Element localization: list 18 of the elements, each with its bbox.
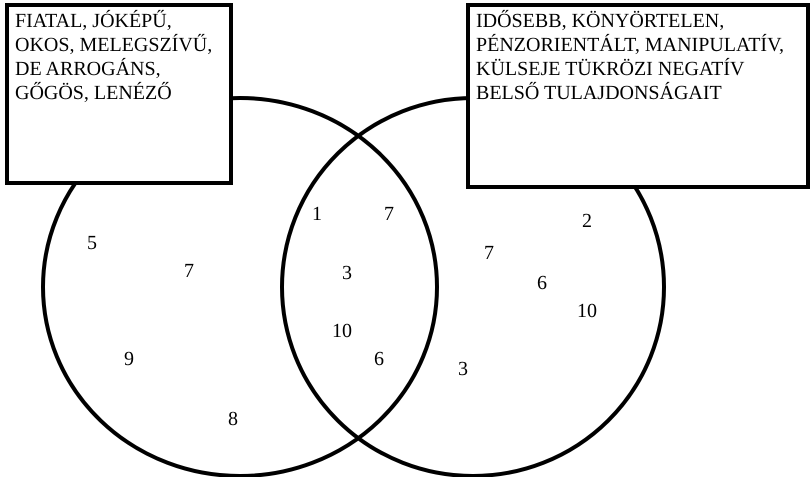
- score-number: 6: [374, 348, 384, 370]
- trait-text: FIATAL, JÓKÉPŰ, OKOS, MELEGSZÍVŰ, DE ARROGÁNS, GŐGÖS, LENÉZŐ: [15, 9, 214, 105]
- score-number: 7: [384, 203, 394, 225]
- score-number: 7: [484, 242, 494, 264]
- score-number: 10: [577, 300, 597, 322]
- score-number: 3: [458, 358, 468, 380]
- description-box: [466, 3, 810, 189]
- score-number: 7: [184, 260, 194, 282]
- score-number: 1: [312, 203, 322, 225]
- description-box: [5, 3, 233, 185]
- score-number: 2: [582, 210, 592, 232]
- trait-text: IDŐSEBB, KÖNYÖRTELEN, PÉNZORIENTÁLT, MANIPULATÍV, KÜLSEJE TÜKRÖZI NEGATÍV BELSŐ TULAJDONSÁGAIT: [476, 9, 785, 105]
- score-number: 6: [537, 272, 547, 294]
- score-number: 8: [228, 408, 238, 430]
- score-number: 3: [342, 262, 352, 284]
- score-number: 5: [87, 232, 97, 254]
- score-number: 9: [124, 348, 134, 370]
- score-number: 10: [332, 320, 352, 342]
